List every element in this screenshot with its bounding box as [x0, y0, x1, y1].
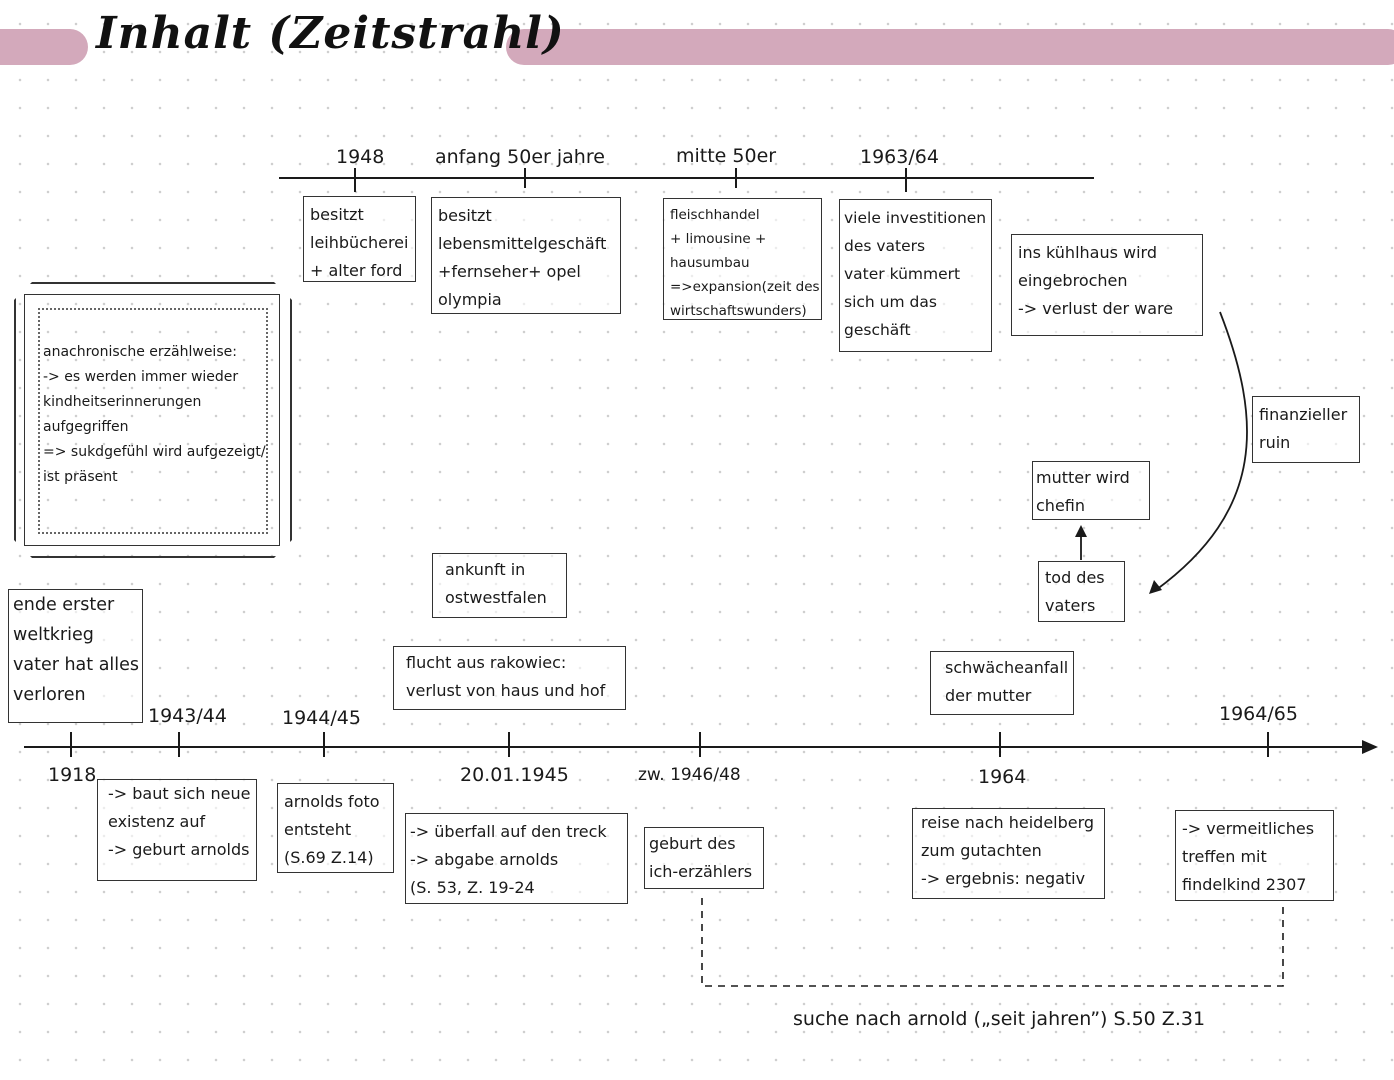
main-timeline-arrowhead	[1362, 740, 1378, 754]
box-tod-des-vaters: tod des vaters	[1038, 561, 1125, 622]
page-title: Inhalt (Zeitstrahl)	[96, 8, 565, 59]
box-schwaecheanfall: schwächeanfall der mutter	[930, 651, 1074, 715]
label-1918: 1918	[48, 764, 97, 786]
box-ankunft: ankunft in ostwestfalen	[432, 553, 567, 618]
top-label-anfang-50er: anfang 50er jahre	[435, 146, 605, 168]
box-arnolds-foto: arnolds foto entsteht (S.69 Z.14)	[277, 783, 394, 873]
note-frame-inner	[24, 294, 280, 546]
label-1943-44: 1943/44	[148, 705, 227, 727]
box-fleischhandel: fleischhandel + limousine + hausumbau =>…	[663, 198, 822, 320]
top-label-1963-64: 1963/64	[860, 146, 939, 168]
label-1964-65: 1964/65	[1219, 703, 1298, 725]
box-ende-weltkrieg: ende erster weltkrieg vater hat alles ve…	[8, 589, 143, 723]
box-treck: -> überfall auf den treck -> abgabe arno…	[405, 813, 628, 904]
label-20-01-1945: 20.01.1945	[460, 764, 569, 786]
curved-arrow	[1155, 311, 1248, 591]
top-label-mitte-50er: mitte 50er	[676, 145, 777, 167]
up-arrowhead	[1075, 525, 1087, 537]
top-label-1948: 1948	[336, 146, 385, 168]
box-leihbuecherei: besitzt leihbücherei + alter ford	[303, 196, 416, 282]
box-findelkind: -> vermeitliches treffen mit findelkind …	[1175, 810, 1334, 901]
box-finanzieller-ruin: finanzieller ruin	[1252, 396, 1360, 463]
label-1964: 1964	[978, 766, 1027, 788]
box-lebensmittelgeschaeft: besitzt lebensmittelgeschäft +fernseher+…	[431, 197, 621, 314]
box-investitionen: viele investitionen des vaters vater küm…	[839, 199, 992, 352]
header-band-left	[0, 29, 88, 65]
header-band-right	[506, 29, 1394, 65]
curved-arrowhead	[1149, 580, 1162, 594]
footer-suche-arnold: suche nach arnold („seit jahren”) S.50 Z…	[793, 1008, 1206, 1030]
box-mutter-chefin: mutter wird chefin	[1032, 461, 1150, 520]
box-reise-heidelberg: reise nach heidelberg zum gutachten -> e…	[912, 808, 1105, 899]
box-flucht: flucht aus rakowiec: verlust von haus un…	[393, 646, 626, 710]
dashed-connector	[701, 898, 1284, 987]
box-kuehlhaus: ins kühlhaus wird eingebrochen -> verlus…	[1011, 234, 1203, 336]
note-erzaehlweise: anachronische erzählweise: -> es werden …	[38, 308, 268, 534]
box-neue-existenz: -> baut sich neue existenz auf -> geburt…	[97, 779, 257, 881]
label-zw-1946-48: zw. 1946/48	[638, 765, 741, 785]
label-1944-45: 1944/45	[282, 707, 361, 729]
box-geburt-ich-erzaehler: geburt des ich-erzählers	[644, 827, 764, 889]
note-frame-outer	[14, 282, 292, 558]
